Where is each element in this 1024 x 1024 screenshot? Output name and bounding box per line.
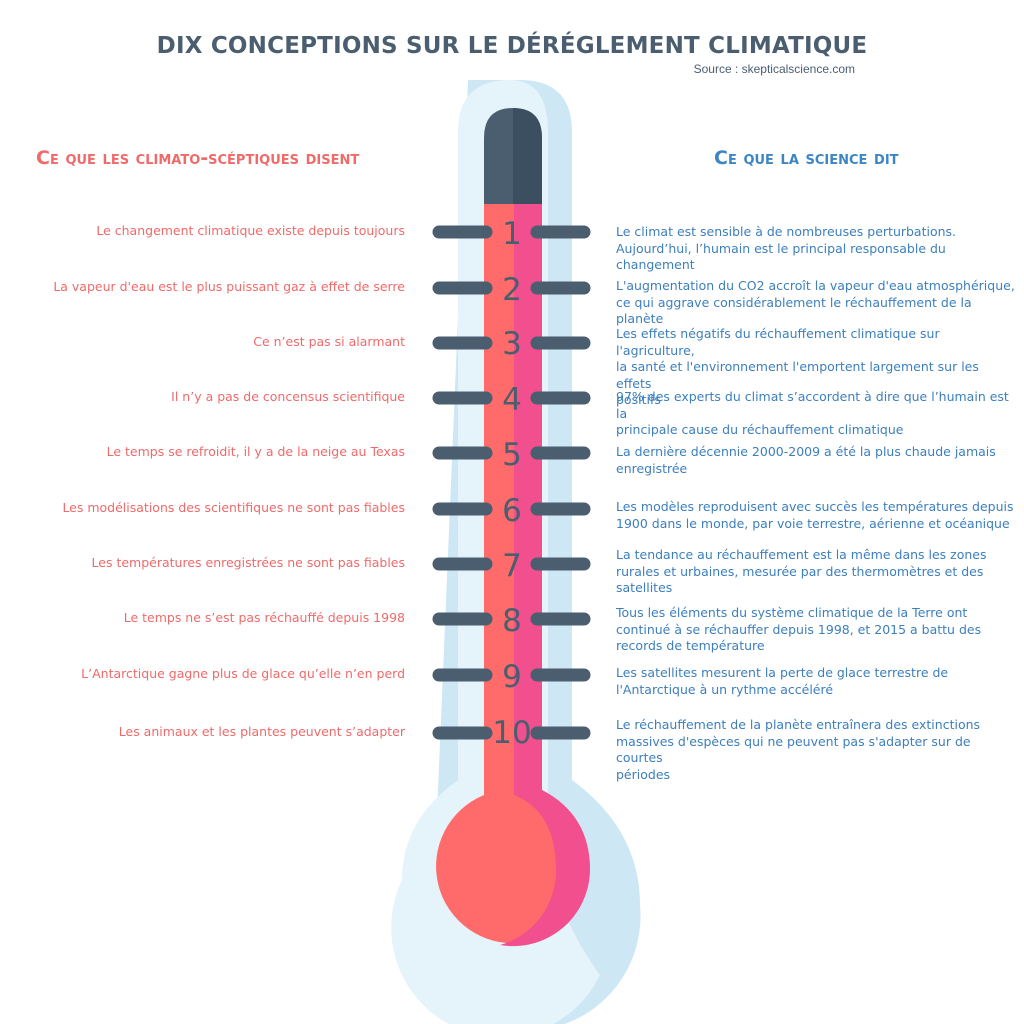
- thermometer-cap-shade: [513, 108, 542, 204]
- fact-text: Les effets négatifs du réchauffement cli…: [616, 326, 1016, 409]
- myth-text: Le temps se refroidit, il y a de la neig…: [106, 444, 405, 459]
- item-number: 6: [502, 493, 522, 529]
- fact-line: Le climat est sensible à de nombreuses p…: [616, 224, 957, 239]
- fact-line: ce qui aggrave considérablement le récha…: [616, 294, 972, 327]
- fact-line: Tous les éléments du système climatique …: [616, 605, 968, 620]
- item-number: 10: [492, 715, 532, 751]
- fact-line: Les satellites mesurent la perte de glac…: [616, 665, 949, 680]
- myth-text: Le temps ne s’est pas réchauffé depuis 1…: [123, 610, 405, 625]
- fact-line: enregistrée: [616, 460, 688, 476]
- item-number: 1: [502, 216, 522, 252]
- fact-line: Les effets négatifs du réchauffement cli…: [616, 326, 940, 358]
- myth-text: Les températures enregistrées ne sont pa…: [91, 555, 405, 570]
- fact-text: La dernière décennie 2000-2009 a été la …: [616, 444, 1016, 477]
- page-title: DIX CONCEPTIONS SUR LE DÉRÉGLEMENT CLIMA…: [156, 33, 868, 59]
- myth-text: Les animaux et les plantes peuvent s’ada…: [118, 724, 405, 739]
- fact-line: 1900 dans le monde, par voie terrestre, …: [616, 515, 1010, 531]
- fact-line: massives d'espèces qui ne peuvent pas s'…: [616, 733, 971, 766]
- item-number: 2: [502, 272, 522, 308]
- fact-text: Le climat est sensible à de nombreuses p…: [616, 224, 1016, 274]
- fact-line: La dernière décennie 2000-2009 a été la …: [616, 444, 996, 459]
- item-number: 9: [502, 659, 522, 695]
- item-number: 4: [502, 382, 522, 418]
- myth-text: Il n’y a pas de concensus scientifique: [171, 389, 405, 404]
- fact-line: Le réchauffement de la planète entraîner…: [616, 717, 981, 732]
- fact-text: Les satellites mesurent la perte de glac…: [616, 665, 1016, 698]
- fact-line: Les modèles reproduisent avec succès les…: [616, 499, 1014, 514]
- item-number: 8: [502, 603, 522, 639]
- fact-line: 97% des experts du climat s’accordent à …: [616, 389, 1009, 421]
- fact-text: Tous les éléments du système climatique …: [616, 605, 1016, 655]
- thermometer-tube-shade: [500, 140, 590, 947]
- source-credit: Source : skepticalscience.com: [693, 62, 855, 76]
- skeptics-column-header: Ce que les climato-scéptiques disent: [36, 147, 360, 169]
- fact-text: La tendance au réchauffement est la même…: [616, 547, 1016, 597]
- fact-text: Les modèles reproduisent avec succès les…: [616, 499, 1016, 532]
- fact-line: satellites: [616, 580, 673, 595]
- fact-line: périodes: [616, 766, 671, 782]
- fact-line: records de température: [616, 638, 765, 653]
- science-column-header: Ce que la science dit: [714, 147, 899, 169]
- fact-line: Aujourd’hui, l’humain est le principal r…: [616, 240, 946, 273]
- item-number: 7: [502, 548, 522, 584]
- myth-text: La vapeur d'eau est le plus puissant gaz…: [53, 279, 405, 294]
- fact-line: rurales et urbaines, mesurée par des the…: [616, 563, 984, 579]
- fact-line: l'Antarctique à un rythme accéléré: [616, 681, 834, 697]
- fact-line: La tendance au réchauffement est la même…: [616, 547, 987, 562]
- myth-text: L’Antarctique gagne plus de glace qu’ell…: [81, 666, 405, 681]
- thermometer-tube: [436, 140, 590, 944]
- fact-text: 97% des experts du climat s’accordent à …: [616, 389, 1016, 439]
- fact-line: continué à se réchauffer depuis 1998, et…: [616, 621, 982, 637]
- fact-line: la santé et l'environnement l'emportent …: [616, 359, 979, 391]
- item-number: 3: [502, 326, 522, 362]
- item-number: 5: [502, 437, 522, 473]
- fact-text: L'augmentation du CO2 accroît la vapeur …: [616, 278, 1016, 328]
- fact-line: principale cause du réchauffement climat…: [616, 422, 904, 437]
- myth-text: Les modélisations des scientifiques ne s…: [62, 500, 405, 515]
- fact-line: L'augmentation du CO2 accroît la vapeur …: [616, 278, 1015, 293]
- fact-line: positifs: [616, 392, 661, 407]
- myth-text: Ce n’est pas si alarmant: [253, 334, 405, 349]
- fact-text: Le réchauffement de la planète entraîner…: [616, 717, 1016, 783]
- thermometer-ticks: [432, 225, 591, 740]
- myth-text: Le changement climatique existe depuis t…: [96, 223, 405, 238]
